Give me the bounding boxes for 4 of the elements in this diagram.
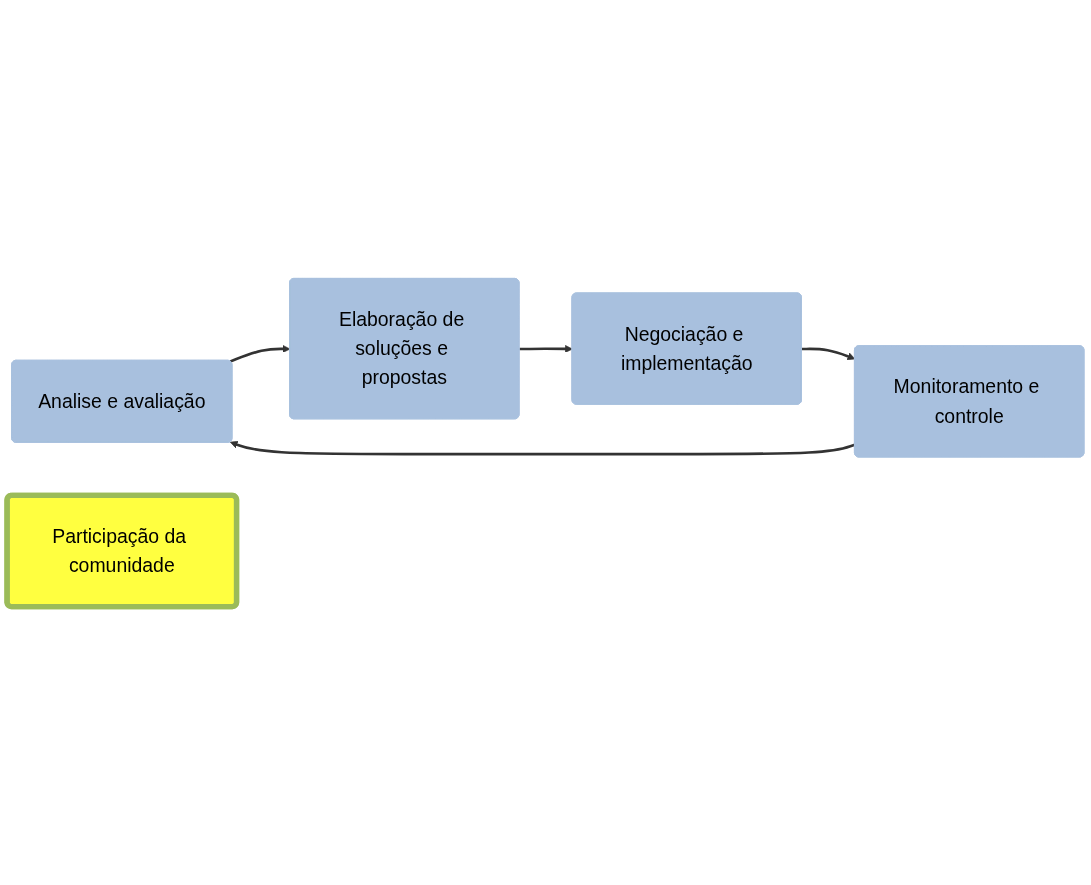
arrow — [519, 345, 573, 353]
arrow — [801, 347, 856, 361]
arrow — [229, 345, 291, 363]
arrow — [230, 440, 856, 456]
